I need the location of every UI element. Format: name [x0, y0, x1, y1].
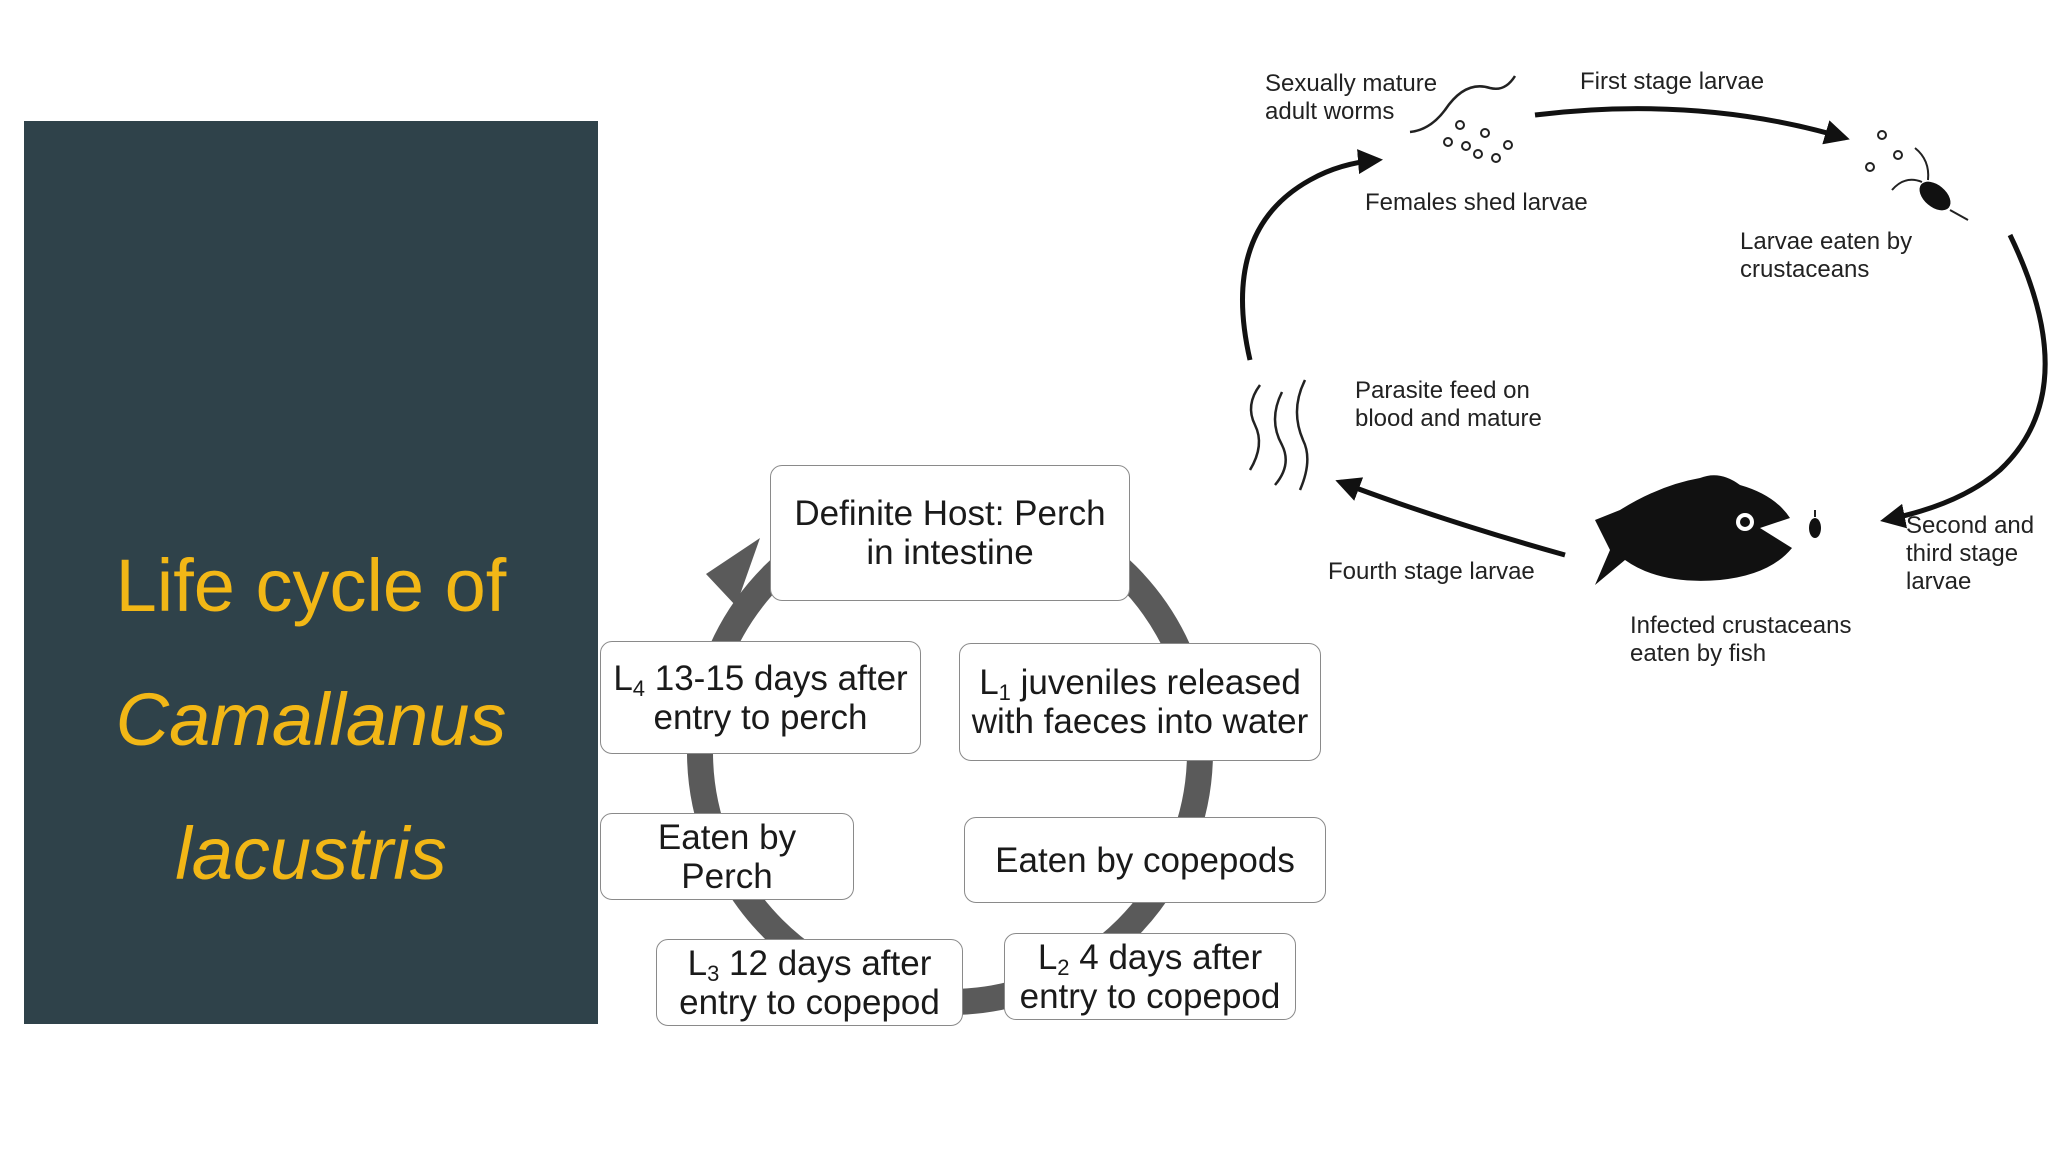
l1-text: juveniles released with faeces into wate…	[971, 663, 1309, 741]
l2-stage: L	[1037, 937, 1058, 977]
title-species: lacustris	[175, 812, 447, 895]
label-adult-worms: Sexually mature adult worms	[1265, 70, 1438, 125]
slide-title: Life cycle of Camallanus lacustris	[24, 519, 598, 921]
label-females-shed: Females shed larvae	[1365, 189, 1588, 216]
title-genus: Camallanus	[115, 678, 507, 761]
box-l1-juveniles: L1 juveniles released with faeces into w…	[959, 643, 1321, 761]
l1-stage: L	[979, 663, 999, 702]
box-l4: L4 13-15 days after entry to perch	[600, 641, 921, 754]
title-panel: Life cycle of Camallanus lacustris	[24, 121, 598, 1024]
box-definite-host: Definite Host: Perch in intestine	[770, 465, 1130, 601]
label-larvae-eaten: Larvae eaten by crustaceans	[1740, 228, 1913, 283]
adult-worm-icon	[1409, 75, 1517, 134]
l3-sub: 3	[707, 960, 720, 986]
label-first-stage: First stage larvae	[1580, 68, 1765, 95]
l4-sub: 4	[632, 675, 646, 701]
title-line1: Life cycle of	[115, 544, 507, 627]
l1-sub: 1	[998, 680, 1011, 705]
box-l3: L3 12 days after entry to copepod	[656, 939, 963, 1026]
label-infected-crustaceans: Infected crustaceans eaten by fish	[1630, 612, 1852, 667]
arrow-to-fish	[1880, 233, 2048, 529]
arrow-to-adults	[1240, 149, 1383, 361]
l4-text: 13-15 days after entry to perch	[645, 658, 908, 737]
label-parasite-feed: Parasite feed on blood and mature	[1355, 377, 1542, 432]
maturing-worms-icon	[1248, 379, 1309, 491]
box-eaten-copepods: Eaten by copepods	[964, 817, 1326, 903]
l3-text: 12 days after entry to copepod	[679, 943, 940, 1022]
crustacean-icon	[1865, 130, 1969, 221]
larvae-dots-icon	[1443, 120, 1513, 163]
l2-text: 4 days after entry to copepod	[1019, 937, 1281, 1016]
fish-icon	[1595, 475, 1792, 585]
box-l2: L2 4 days after entry to copepod	[1004, 933, 1296, 1020]
box-eaten-perch: Eaten by Perch	[600, 813, 854, 900]
l3-stage: L	[687, 943, 708, 983]
l2-sub: 2	[1057, 954, 1070, 980]
label-fourth-stage: Fourth stage larvae	[1328, 558, 1535, 585]
small-crustacean-icon	[1809, 510, 1821, 538]
cycle-arrowhead	[706, 538, 760, 606]
arrow-fourth-stage	[1335, 477, 1566, 558]
label-second-third: Second and third stage larvae	[1906, 512, 2035, 595]
arrow-first-stage	[1534, 106, 1850, 145]
l4-stage: L	[613, 658, 633, 698]
